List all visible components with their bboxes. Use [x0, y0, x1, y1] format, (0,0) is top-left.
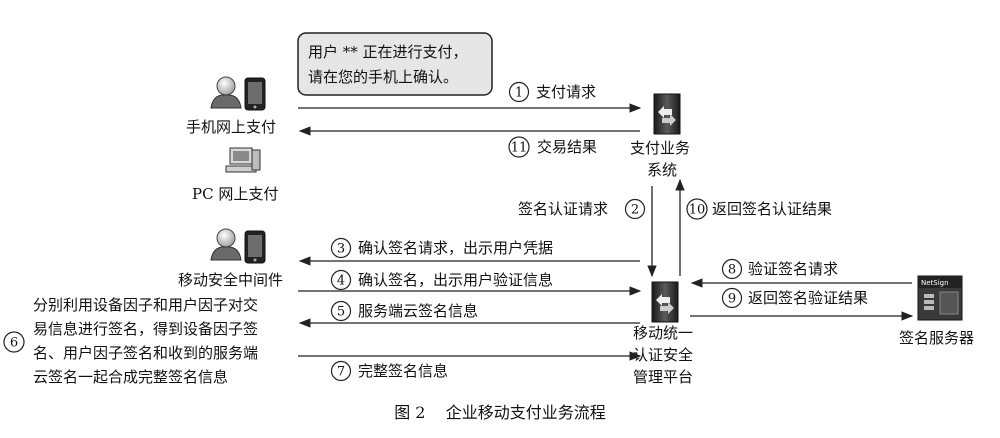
- step-9: 9 返回签名验证结果: [721, 287, 868, 309]
- step-1-label: 支付请求: [536, 83, 596, 101]
- pay-system-label-1: 支付业务: [630, 139, 690, 157]
- step-3-label: 确认签名请求，出示用户凭据: [358, 239, 553, 257]
- step-2-label: 签名认证请求: [518, 200, 608, 218]
- pc-pay-node: PC 网上支付: [192, 147, 278, 203]
- step-7-label: 完整签名信息: [358, 362, 448, 380]
- step-10-label: 返回签名认证结果: [712, 200, 832, 218]
- mobile-pay-label: 手机网上支付: [186, 118, 276, 136]
- bubble-line-2: 请在您的手机上确认。: [308, 68, 458, 86]
- step-labels: 1 支付请求 11 交易结果 签名认证请求 2 10 返回签名认证结果 3 确认…: [3, 81, 868, 386]
- step-6-text-line-4: 云签名一起合成完整签名信息: [33, 368, 228, 386]
- auth-platform-label-1: 移动统一: [633, 324, 693, 342]
- step-5-num: 5: [337, 305, 345, 320]
- step-5-label: 服务端云签名信息: [358, 302, 478, 320]
- step-2: 签名认证请求 2: [518, 198, 646, 220]
- step-6: 6 分别利用设备因子和用户因子对交 易信息进行签名，得到设备因子签 名、用户因子…: [3, 296, 258, 386]
- step-7-num: 7: [337, 365, 345, 380]
- step-6-text-line-1: 分别利用设备因子和用户因子对交: [33, 296, 258, 314]
- sign-server-node: NetSign 签名服务器: [899, 275, 974, 347]
- pay-system-node: 支付业务 系统: [630, 93, 690, 179]
- step-8-num: 8: [728, 263, 736, 278]
- step-3: 3 确认签名请求，出示用户凭据: [330, 237, 553, 259]
- flow-arrows: [298, 103, 914, 361]
- step-10: 10 返回签名认证结果: [686, 198, 832, 220]
- step-9-num: 9: [728, 292, 736, 307]
- step-4-label: 确认签名，出示用户验证信息: [358, 271, 553, 289]
- sign-server-label: 签名服务器: [899, 329, 974, 347]
- figure-caption: 图 2 企业移动支付业务流程: [394, 403, 606, 422]
- step-4-num: 4: [337, 274, 345, 289]
- step-6-text-line-3: 名、用户因子签名和收到的服务端: [33, 344, 258, 362]
- bubble-line-1: 用户 ** 正在进行支付，: [308, 43, 468, 61]
- step-9-label: 返回签名验证结果: [748, 289, 868, 307]
- step-3-num: 3: [337, 242, 345, 257]
- user-icon: [210, 76, 242, 109]
- pc-icon: [225, 147, 261, 173]
- server-icon: [651, 281, 679, 323]
- step-2-num: 2: [631, 203, 639, 218]
- step-8: 8 验证签名请求: [721, 258, 838, 280]
- auth-platform-label-3: 管理平台: [633, 368, 693, 386]
- notification-bubble: 用户 ** 正在进行支付， 请在您的手机上确认。: [297, 32, 493, 96]
- step-6-text-line-2: 易信息进行签名，得到设备因子签: [33, 320, 258, 338]
- step-10-num: 10: [689, 203, 706, 218]
- pc-pay-label: PC 网上支付: [192, 185, 278, 203]
- step-1: 1 支付请求: [508, 81, 596, 103]
- step-4: 4 确认签名，出示用户验证信息: [330, 269, 553, 291]
- step-11: 11 交易结果: [508, 136, 597, 158]
- netsign-server-icon: NetSign: [917, 275, 963, 321]
- step-8-label: 验证签名请求: [748, 260, 838, 278]
- netsign-logo-text: NetSign: [921, 279, 949, 287]
- auth-platform-node: 移动统一 认证安全 管理平台: [633, 281, 693, 386]
- server-icon: [653, 93, 681, 135]
- phone-icon: [244, 230, 266, 264]
- mobile-middleware-node: 移动安全中间件: [178, 228, 283, 289]
- mobile-pay-node: 手机网上支付: [186, 76, 276, 136]
- step-1-num: 1: [515, 86, 523, 101]
- pay-system-label-2: 系统: [647, 161, 677, 179]
- step-7: 7 完整签名信息: [330, 360, 448, 382]
- user-icon: [210, 228, 242, 261]
- step-11-num: 11: [511, 141, 528, 156]
- step-6-num: 6: [10, 336, 18, 351]
- phone-icon: [244, 77, 266, 111]
- mobile-middleware-label: 移动安全中间件: [178, 271, 283, 289]
- auth-platform-label-2: 认证安全: [633, 346, 693, 364]
- step-5: 5 服务端云签名信息: [330, 300, 478, 322]
- step-11-label: 交易结果: [537, 138, 597, 156]
